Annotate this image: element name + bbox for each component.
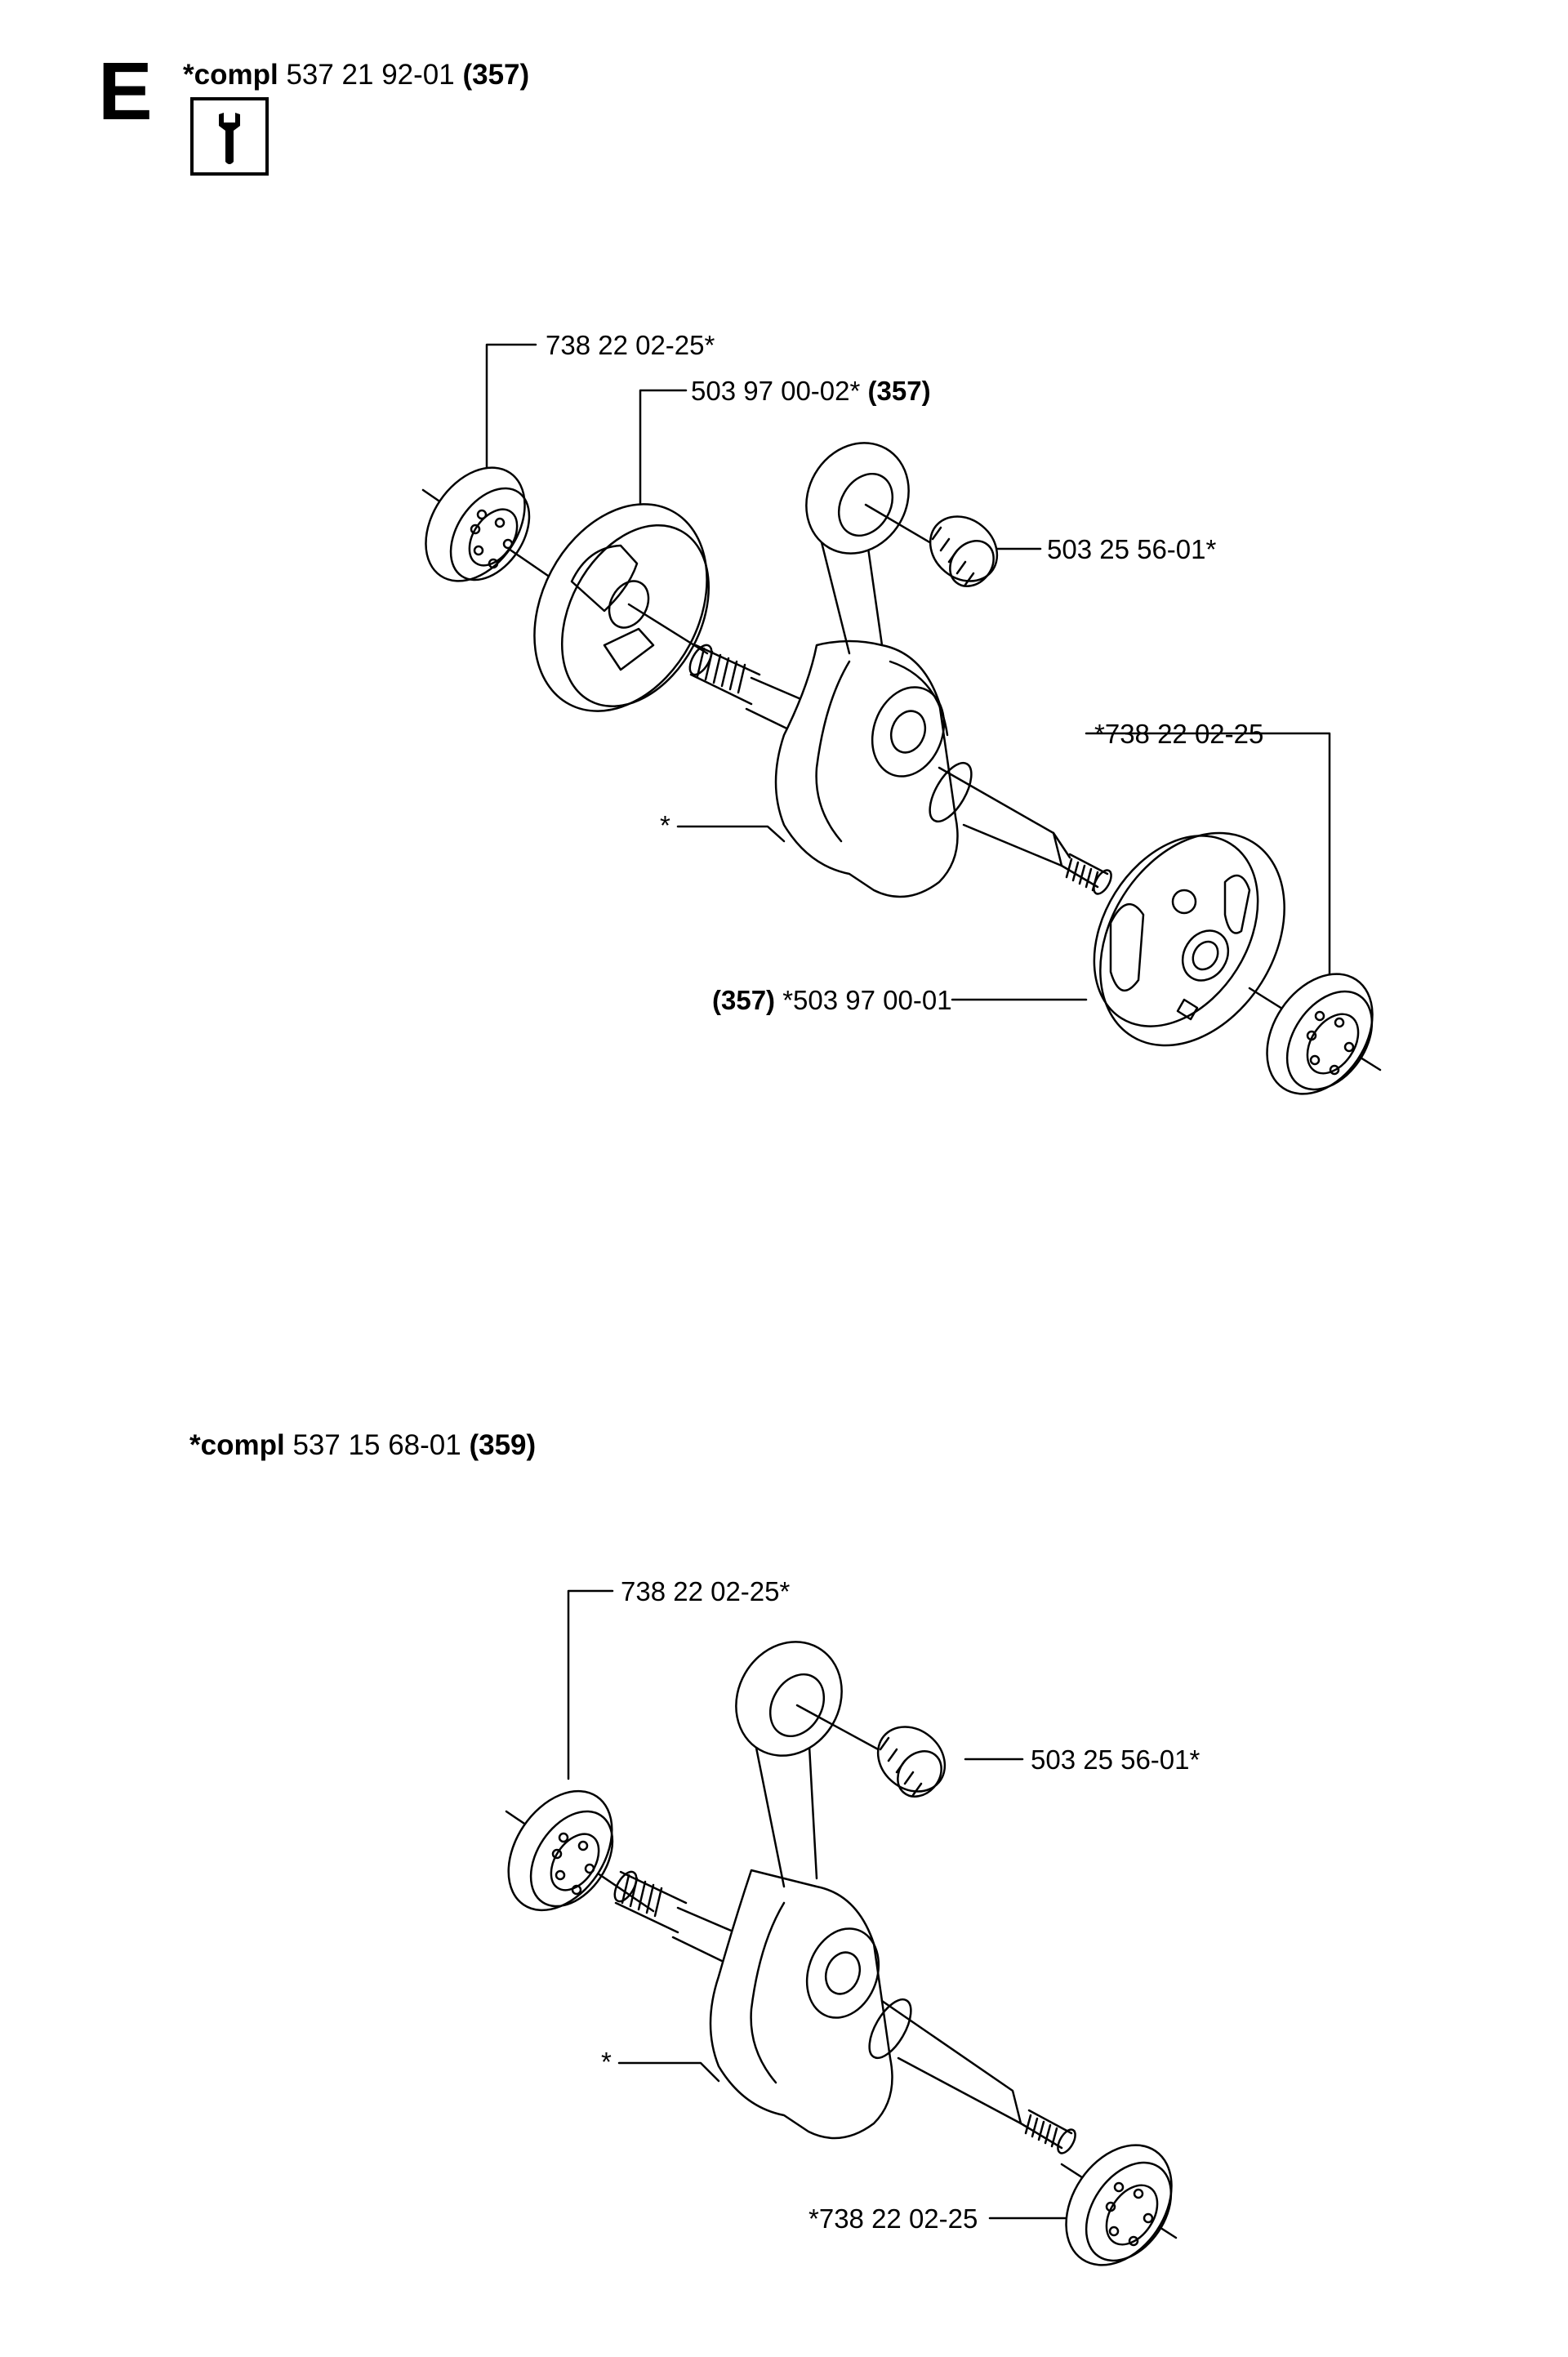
ball-bearing-top-left [421, 466, 565, 588]
part-number: 537 15 68-01 [292, 1429, 461, 1461]
callout-bearing-top-359: 738 22 02-25* [621, 1576, 791, 1606]
callout-needle-bearing-357: 503 25 56-01* [1047, 534, 1217, 564]
ball-bearing-right [1248, 973, 1382, 1095]
callout-crankshaft-357: * [660, 810, 670, 840]
threaded-stub-left-359 [613, 1870, 737, 1965]
model-label: (357) [462, 59, 530, 91]
section-letter: E [98, 46, 153, 137]
flywheel-half-left [533, 503, 710, 712]
model-label: (359) [469, 1429, 537, 1461]
part-number: 537 21 92-01 [286, 59, 455, 91]
callout-flywheel-half-357: 503 97 00-02* (357) [691, 377, 931, 404]
callout-text: 503 97 00-02* [691, 376, 861, 406]
callout-text: *503 97 00-01 [782, 985, 952, 1015]
leader-lines-359 [567, 1589, 1078, 2220]
threaded-stub-left [688, 644, 810, 737]
callout-model: (357) [712, 985, 776, 1015]
crankshaft-359 [709, 1641, 1022, 2140]
callout-crankshaft-359: * [601, 2047, 612, 2077]
leader-lines-357 [485, 343, 1331, 1001]
callout-needle-bearing-359: 503 25 56-01* [1031, 1744, 1200, 1775]
compl-label: *compl [183, 59, 278, 91]
ball-bearing-bottom-359 [1060, 2144, 1178, 2266]
callout-clutch-half-357: (357) *503 97 00-01 [712, 987, 952, 1014]
needle-bearing-357 [929, 515, 999, 587]
clutch-half-right [1093, 831, 1285, 1047]
crankshaft-357 [774, 442, 1071, 898]
ball-bearing-left-359 [505, 1789, 655, 1913]
callout-model: (357) [867, 376, 931, 406]
assembly-title-357: *compl 537 21 92-01 (357) [183, 60, 529, 89]
callout-bearing-top-357: 738 22 02-25* [546, 330, 715, 360]
threaded-stub-right [1060, 853, 1112, 895]
callout-bearing-bottom-359: *738 22 02-25 [808, 2203, 978, 2234]
assembly-title-359: *compl 537 15 68-01 (359) [189, 1431, 536, 1459]
threaded-stub-right-359 [1019, 2109, 1076, 2154]
needle-bearing-359 [876, 1726, 947, 1798]
compl-label: *compl [189, 1429, 285, 1461]
wrench-service-icon [190, 97, 269, 176]
